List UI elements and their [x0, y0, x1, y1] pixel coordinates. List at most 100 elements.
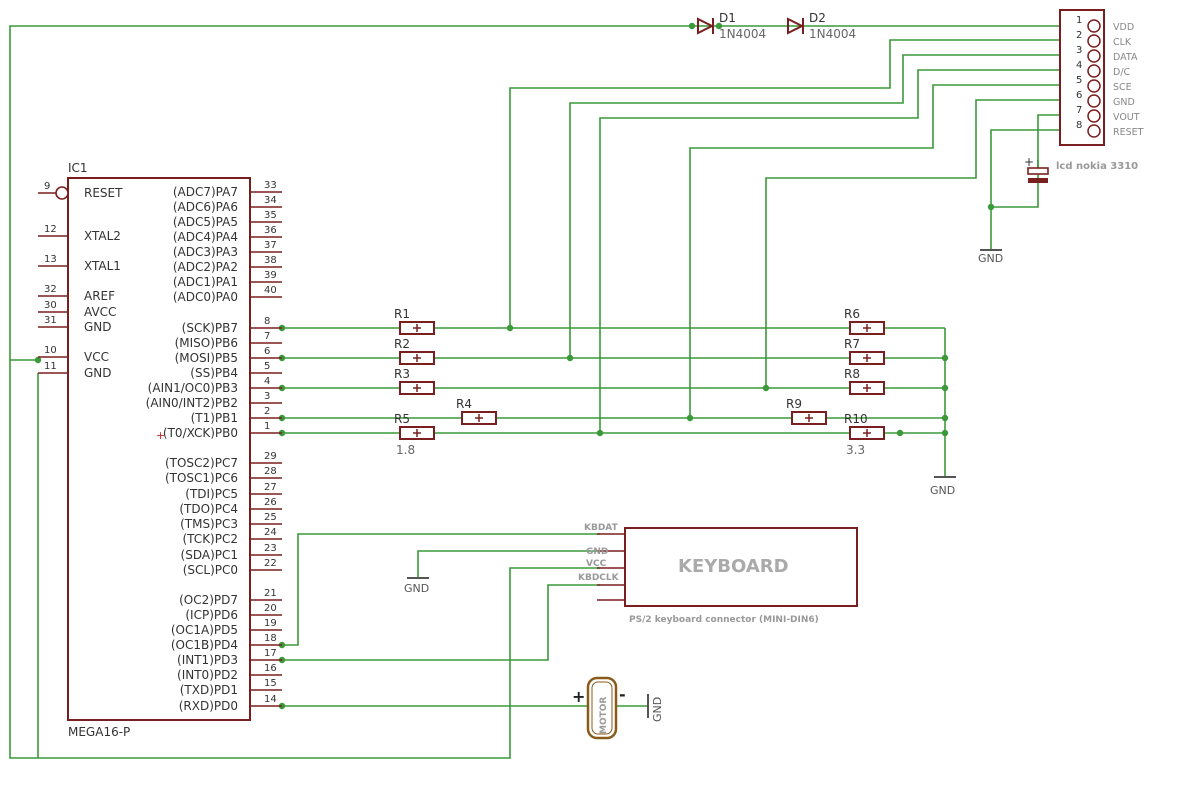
ic-pin-name: (MOSI)PB5 — [175, 351, 238, 365]
ic-right-pins: 33(ADC7)PA734(ADC6)PA635(ADC5)PA536(ADC4… — [146, 180, 282, 713]
ic-pin-num: 4 — [264, 376, 270, 387]
diode-d2-value: 1N4004 — [809, 27, 856, 41]
ic-pin-name: (TOSC2)PC7 — [165, 456, 238, 470]
ic-pin-num: 31 — [44, 315, 57, 326]
ic-pin-num: 11 — [44, 361, 57, 372]
lcd-pin-name: RESET — [1113, 127, 1144, 138]
resistor-label: R9 — [786, 397, 802, 411]
ic-pin-name: (ADC1)PA1 — [173, 275, 238, 289]
keyboard-subtitle: PS/2 keyboard connector (MINI-DIN6) — [629, 615, 819, 625]
ic-pin-name: (TCK)PC2 — [183, 532, 239, 546]
ic-pin-name: (RXD)PD0 — [179, 699, 238, 713]
resistor-r5: R5 — [394, 412, 435, 440]
ic-pin-num: 22 — [264, 558, 277, 569]
ic-pin-num: 39 — [264, 270, 277, 281]
ic-pin-num: 5 — [264, 361, 270, 372]
ic-pin-num: 8 — [264, 316, 270, 327]
resistor-label: R3 — [394, 367, 410, 381]
lcd-pin-name: DATA — [1113, 52, 1138, 63]
resistor-r2: R2 — [394, 337, 435, 365]
ic-pin-name: (T0/XCK)PB0 — [163, 426, 238, 440]
lcd-pin-name: VDD — [1113, 22, 1134, 33]
gnd-symbol-kbd: GND — [404, 577, 429, 595]
ic-pin-num: 25 — [264, 512, 277, 523]
ic-pin-num: 18 — [264, 633, 277, 644]
ic-pin-num: 20 — [264, 603, 277, 614]
ic-pin-num: 13 — [44, 254, 57, 265]
ic-pin-name: (AIN1/OC0)PB3 — [148, 381, 238, 395]
motor-minus: - — [619, 685, 626, 704]
ic-pin-num: 17 — [264, 648, 277, 659]
resistor-label: R1 — [394, 307, 410, 321]
diode-d1-value: 1N4004 — [719, 27, 766, 41]
ic-pin-num: 35 — [264, 210, 277, 221]
ic-pin-name: (AIN0/INT2)PB2 — [146, 396, 238, 410]
ic-pin-num: 33 — [264, 180, 277, 191]
ic-pin-name: (MISO)PB6 — [175, 336, 238, 350]
svg-text:+: + — [156, 429, 165, 442]
lcd-pin-num: 1 — [1076, 15, 1082, 26]
ic-pin-num: 28 — [264, 466, 277, 477]
ic-pin-name: (INT0)PD2 — [177, 668, 238, 682]
ic-part: MEGA16-P — [68, 725, 130, 739]
ic-pin-num: 29 — [264, 451, 277, 462]
ic-pin-name: (SDA)PC1 — [181, 548, 238, 562]
ic-pin-num: 9 — [44, 181, 50, 192]
resistor-label: R7 — [844, 337, 860, 351]
ic-pin-name: (ADC7)PA7 — [173, 185, 238, 199]
ic-pin-num: 16 — [264, 663, 277, 674]
ic-pin-name: (SCK)PB7 — [182, 321, 238, 335]
ic-pin-name: (TXD)PD1 — [180, 683, 238, 697]
gnd-label-res: GND — [930, 484, 955, 497]
ic-pin-num: 23 — [264, 543, 277, 554]
ic-pin-num: 24 — [264, 527, 277, 538]
resistor-r10: R10 — [844, 412, 885, 440]
resistor-r1: R1 — [394, 307, 435, 335]
ic-pin-num: 7 — [264, 331, 270, 342]
ic-pin-num: 40 — [264, 285, 277, 296]
gnd-symbol-motor: GND — [647, 694, 664, 722]
lcd-pin-num: 3 — [1076, 45, 1082, 56]
ic-pin-name: (ADC6)PA6 — [173, 200, 238, 214]
diode-d1: D1 1N4004 — [697, 11, 766, 41]
resistor-r8: R8 — [844, 367, 885, 395]
ic-pin-name: AREF — [84, 289, 115, 303]
resistor-label: R4 — [456, 397, 472, 411]
ic-pin-num: 6 — [264, 346, 270, 357]
resistor-label: R8 — [844, 367, 860, 381]
ic-pin-name: (OC1A)PD5 — [171, 623, 238, 637]
ic-pin-name: VCC — [84, 350, 109, 364]
ic-pin-num: 37 — [264, 240, 277, 251]
ic-pin-name: XTAL1 — [84, 259, 121, 273]
ic-pin-name: (ADC2)PA2 — [173, 260, 238, 274]
resistor-label: R10 — [844, 412, 868, 426]
ic-pin-num: 2 — [264, 406, 270, 417]
ic-pin-num: 14 — [264, 694, 277, 705]
lcd-pin-name: GND — [1113, 97, 1135, 108]
ic-pin-name: (TDI)PC5 — [185, 487, 238, 501]
ic-pin-name: XTAL2 — [84, 229, 121, 243]
ic-pin-name: (ADC4)PA4 — [173, 230, 238, 244]
resistor-r9: R9 — [786, 397, 827, 425]
wires — [9, 25, 1060, 759]
resistor-r4: R4 — [456, 397, 497, 425]
ic-pin-name: (ADC0)PA0 — [173, 290, 238, 304]
kbd-pin-gnd: GND — [586, 547, 608, 557]
ic-pin-name: GND — [84, 366, 112, 380]
kbd-pin-vcc: VCC — [586, 559, 607, 569]
ic-pin-num: 12 — [44, 224, 57, 235]
motor: MOTOR + - — [572, 676, 626, 740]
resistor-label: R2 — [394, 337, 410, 351]
ic-pin-num: 30 — [44, 300, 57, 311]
gnd-label-lcd: GND — [978, 252, 1003, 265]
gnd-symbol-lcd: GND — [978, 248, 1003, 265]
ic-pin-name: (ADC5)PA5 — [173, 215, 238, 229]
ic-pin-name: (TMS)PC3 — [180, 517, 238, 531]
diode-d2: D2 1N4004 — [787, 11, 856, 41]
ic-pin-num: 15 — [264, 678, 277, 689]
lcd-pin-name: VOUT — [1113, 112, 1140, 123]
